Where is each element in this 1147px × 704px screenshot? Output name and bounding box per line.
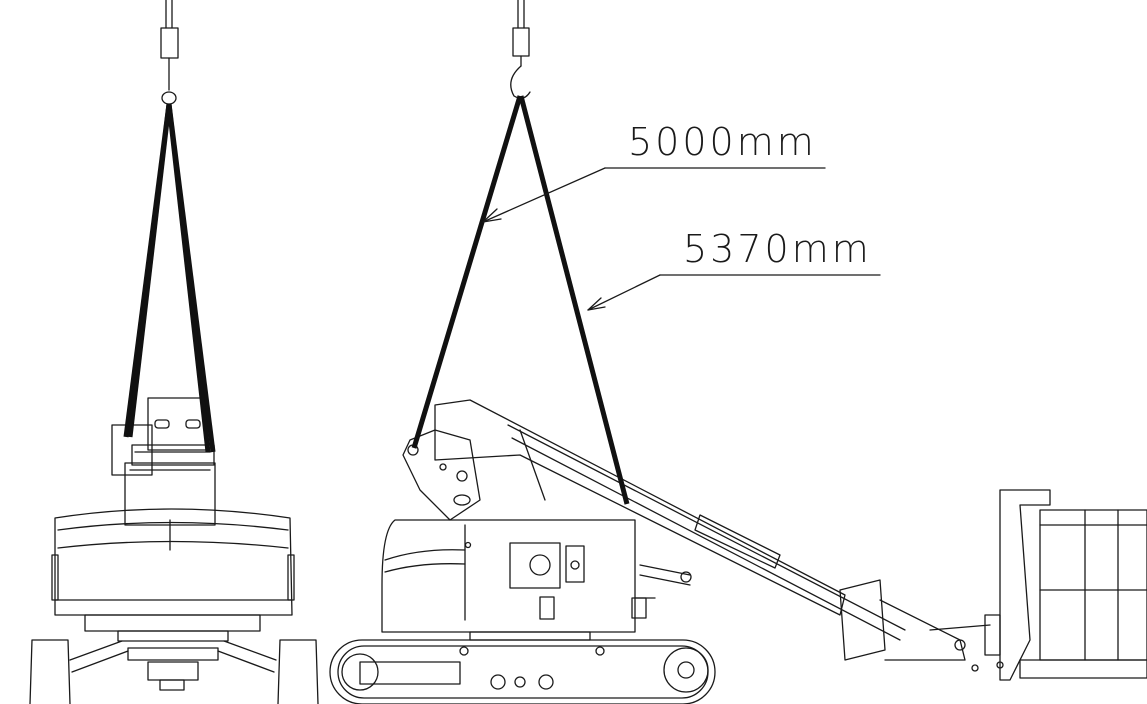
side-view-machine [329,0,1147,704]
dimension-5000-label: 5000mm [628,120,817,164]
dimension-5000-leader [482,167,826,223]
work-platform-basket [984,489,1147,681]
dimension-5370-label: 5370mm [683,227,872,271]
side-crawler-track [329,639,716,704]
dimension-5370-leader [587,274,881,311]
side-crane-hook [510,0,531,99]
front-view-machine [29,0,319,704]
side-slings [411,95,630,505]
front-crane-hook [160,0,179,105]
front-slings [123,103,216,453]
